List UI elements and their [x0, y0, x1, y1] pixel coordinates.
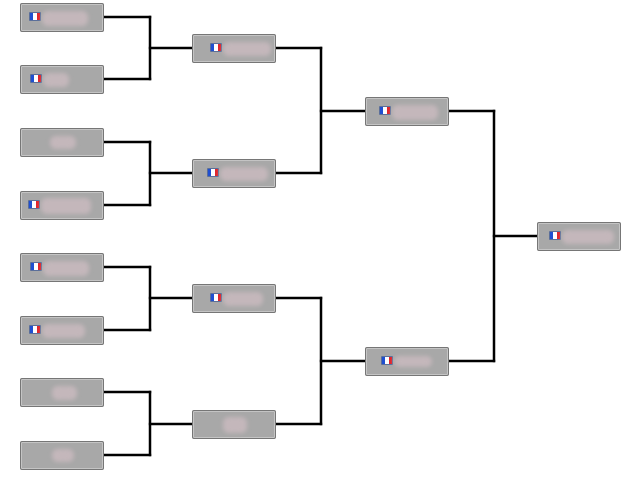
bracket-slot-r3-2: [365, 346, 449, 376]
france-flag-icon: [29, 324, 41, 334]
bracket-slot-r3-1: [365, 96, 449, 126]
france-flag-icon: [29, 11, 41, 21]
bracket-slot-r1-6: [20, 315, 104, 345]
redacted-player-name: [43, 72, 69, 87]
bracket-slot-r2-3: [192, 283, 276, 313]
france-flag-icon: [549, 230, 561, 240]
redacted-player-name: [392, 104, 438, 120]
france-flag-icon: [30, 261, 42, 271]
redacted-player-name: [43, 260, 89, 276]
france-flag-icon: [379, 105, 391, 115]
bracket-slot-r1-5: [20, 252, 104, 282]
redacted-player-name: [223, 416, 247, 433]
redacted-player-name: [41, 197, 91, 214]
redacted-player-name: [42, 323, 85, 338]
france-flag-icon: [381, 355, 393, 365]
bracket-slot-r1-4: [20, 190, 104, 220]
redacted-player-name: [223, 41, 271, 56]
bracket-slot-r1-3: [20, 127, 104, 157]
bracket-slot-r1-7: [20, 377, 104, 407]
redacted-player-name: [223, 291, 263, 306]
redacted-player-name: [562, 229, 614, 244]
bracket-slot-r2-1: [192, 33, 276, 63]
bracket-slot-r2-4: [192, 409, 276, 439]
bracket-slot-r1-8: [20, 440, 104, 470]
redacted-player-name: [52, 448, 74, 462]
redacted-player-name: [394, 355, 432, 367]
bracket-slot-r4-1: [537, 221, 621, 251]
bracket-slot-r1-1: [20, 2, 104, 32]
bracket-slot-r2-2: [192, 158, 276, 188]
bracket-slot-r1-2: [20, 64, 104, 94]
redacted-player-name: [52, 385, 77, 400]
france-flag-icon: [28, 199, 40, 209]
france-flag-icon: [207, 167, 219, 177]
redacted-player-name: [42, 10, 88, 26]
france-flag-icon: [210, 292, 222, 302]
france-flag-icon: [210, 42, 222, 52]
redacted-player-name: [220, 166, 268, 181]
france-flag-icon: [30, 73, 42, 83]
redacted-player-name: [50, 135, 76, 149]
